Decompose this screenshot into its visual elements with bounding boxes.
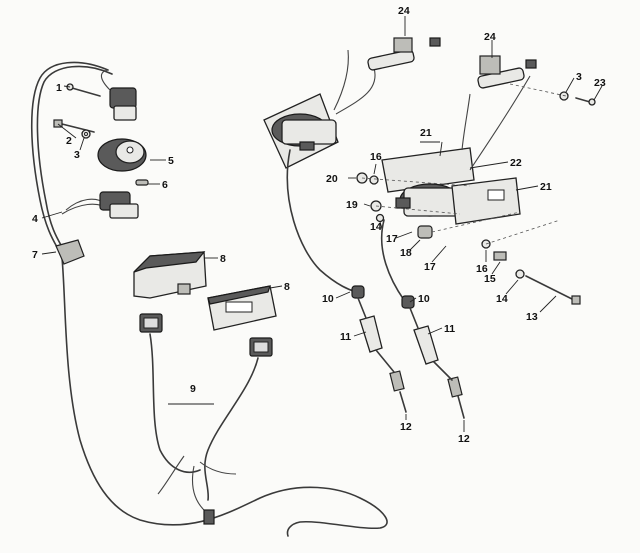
- ignition-unit-right: [207, 285, 277, 331]
- plug-cap-right: [401, 295, 439, 365]
- callout-16-lower: 16: [476, 263, 488, 275]
- spark-plug-right: [433, 361, 465, 419]
- spark-plug-left: [375, 349, 407, 413]
- callout-7: 7: [32, 249, 38, 261]
- pickup-coil-lower: [99, 191, 139, 219]
- callout-20: 20: [326, 173, 338, 185]
- suppressor-24-upper: [367, 37, 441, 71]
- main-wiring-harness: [30, 61, 388, 537]
- stator-rotor-5: [97, 138, 147, 172]
- nut-15: [493, 251, 507, 261]
- callout-14-right: 14: [496, 293, 508, 305]
- callout-21-lower: 21: [540, 181, 552, 193]
- callout-5: 5: [168, 155, 174, 167]
- screw-23: [575, 97, 596, 106]
- callout-12-right: 12: [458, 433, 470, 445]
- callout-15: 15: [484, 273, 496, 285]
- callout-8-right: 8: [284, 281, 290, 293]
- connector-right: [249, 337, 273, 357]
- spacer-18: [417, 225, 433, 239]
- callout-17-right: 17: [424, 261, 436, 273]
- leader-lines: [41, 16, 603, 432]
- callout-labels: 24 24 3 23 1 2 3 5 6 4 7 8 8 9 21 22 21 …: [32, 5, 606, 445]
- callout-14-left: 14: [370, 221, 382, 233]
- callout-11-left: 11: [340, 331, 351, 343]
- callout-6: 6: [162, 179, 168, 191]
- suppressor-24-right: [477, 55, 537, 89]
- callout-22: 22: [510, 157, 522, 169]
- callout-13: 13: [526, 311, 538, 323]
- callout-1: 1: [56, 82, 62, 94]
- callout-11-right: 11: [444, 323, 455, 335]
- callout-3-right: 3: [576, 71, 582, 83]
- callout-18: 18: [400, 247, 412, 259]
- callout-24-upper: 24: [398, 5, 410, 17]
- callout-2: 2: [66, 135, 72, 147]
- long-bolt-13: [525, 275, 581, 305]
- pin-6: [135, 179, 149, 186]
- callout-23: 23: [594, 77, 606, 89]
- callout-10-right: 10: [418, 293, 430, 305]
- callout-17-left: 17: [386, 233, 398, 245]
- callout-21-upper: 21: [420, 127, 432, 139]
- callout-9: 9: [190, 383, 196, 395]
- washer-16a: [369, 175, 379, 185]
- washer-3-right: [559, 91, 569, 101]
- ignition-coil-right-22: [395, 183, 467, 217]
- ignition-unit-left: [133, 251, 207, 299]
- plug-cap-left: [351, 285, 383, 353]
- pickup-coil-upper: [100, 69, 137, 121]
- washer-14a: [375, 213, 385, 223]
- ignition-coil-left: [263, 49, 376, 293]
- mounting-guidelines: [361, 83, 567, 245]
- callout-16-upper: 16: [370, 151, 382, 163]
- coil-bracket-21-lower: [451, 177, 521, 225]
- callout-3-left: 3: [74, 149, 80, 161]
- harness-clamp: [55, 239, 85, 265]
- sub-harness-9: [149, 333, 259, 525]
- washer-3: [81, 129, 91, 139]
- callout-19: 19: [346, 199, 358, 211]
- callout-24-right: 24: [484, 31, 496, 43]
- callout-12-left: 12: [400, 421, 412, 433]
- callout-10-left: 10: [322, 293, 334, 305]
- screw-1: [66, 83, 101, 97]
- callout-4: 4: [32, 213, 38, 225]
- connector-left: [139, 313, 163, 333]
- callout-8-left: 8: [220, 253, 226, 265]
- washer-14b: [515, 269, 525, 279]
